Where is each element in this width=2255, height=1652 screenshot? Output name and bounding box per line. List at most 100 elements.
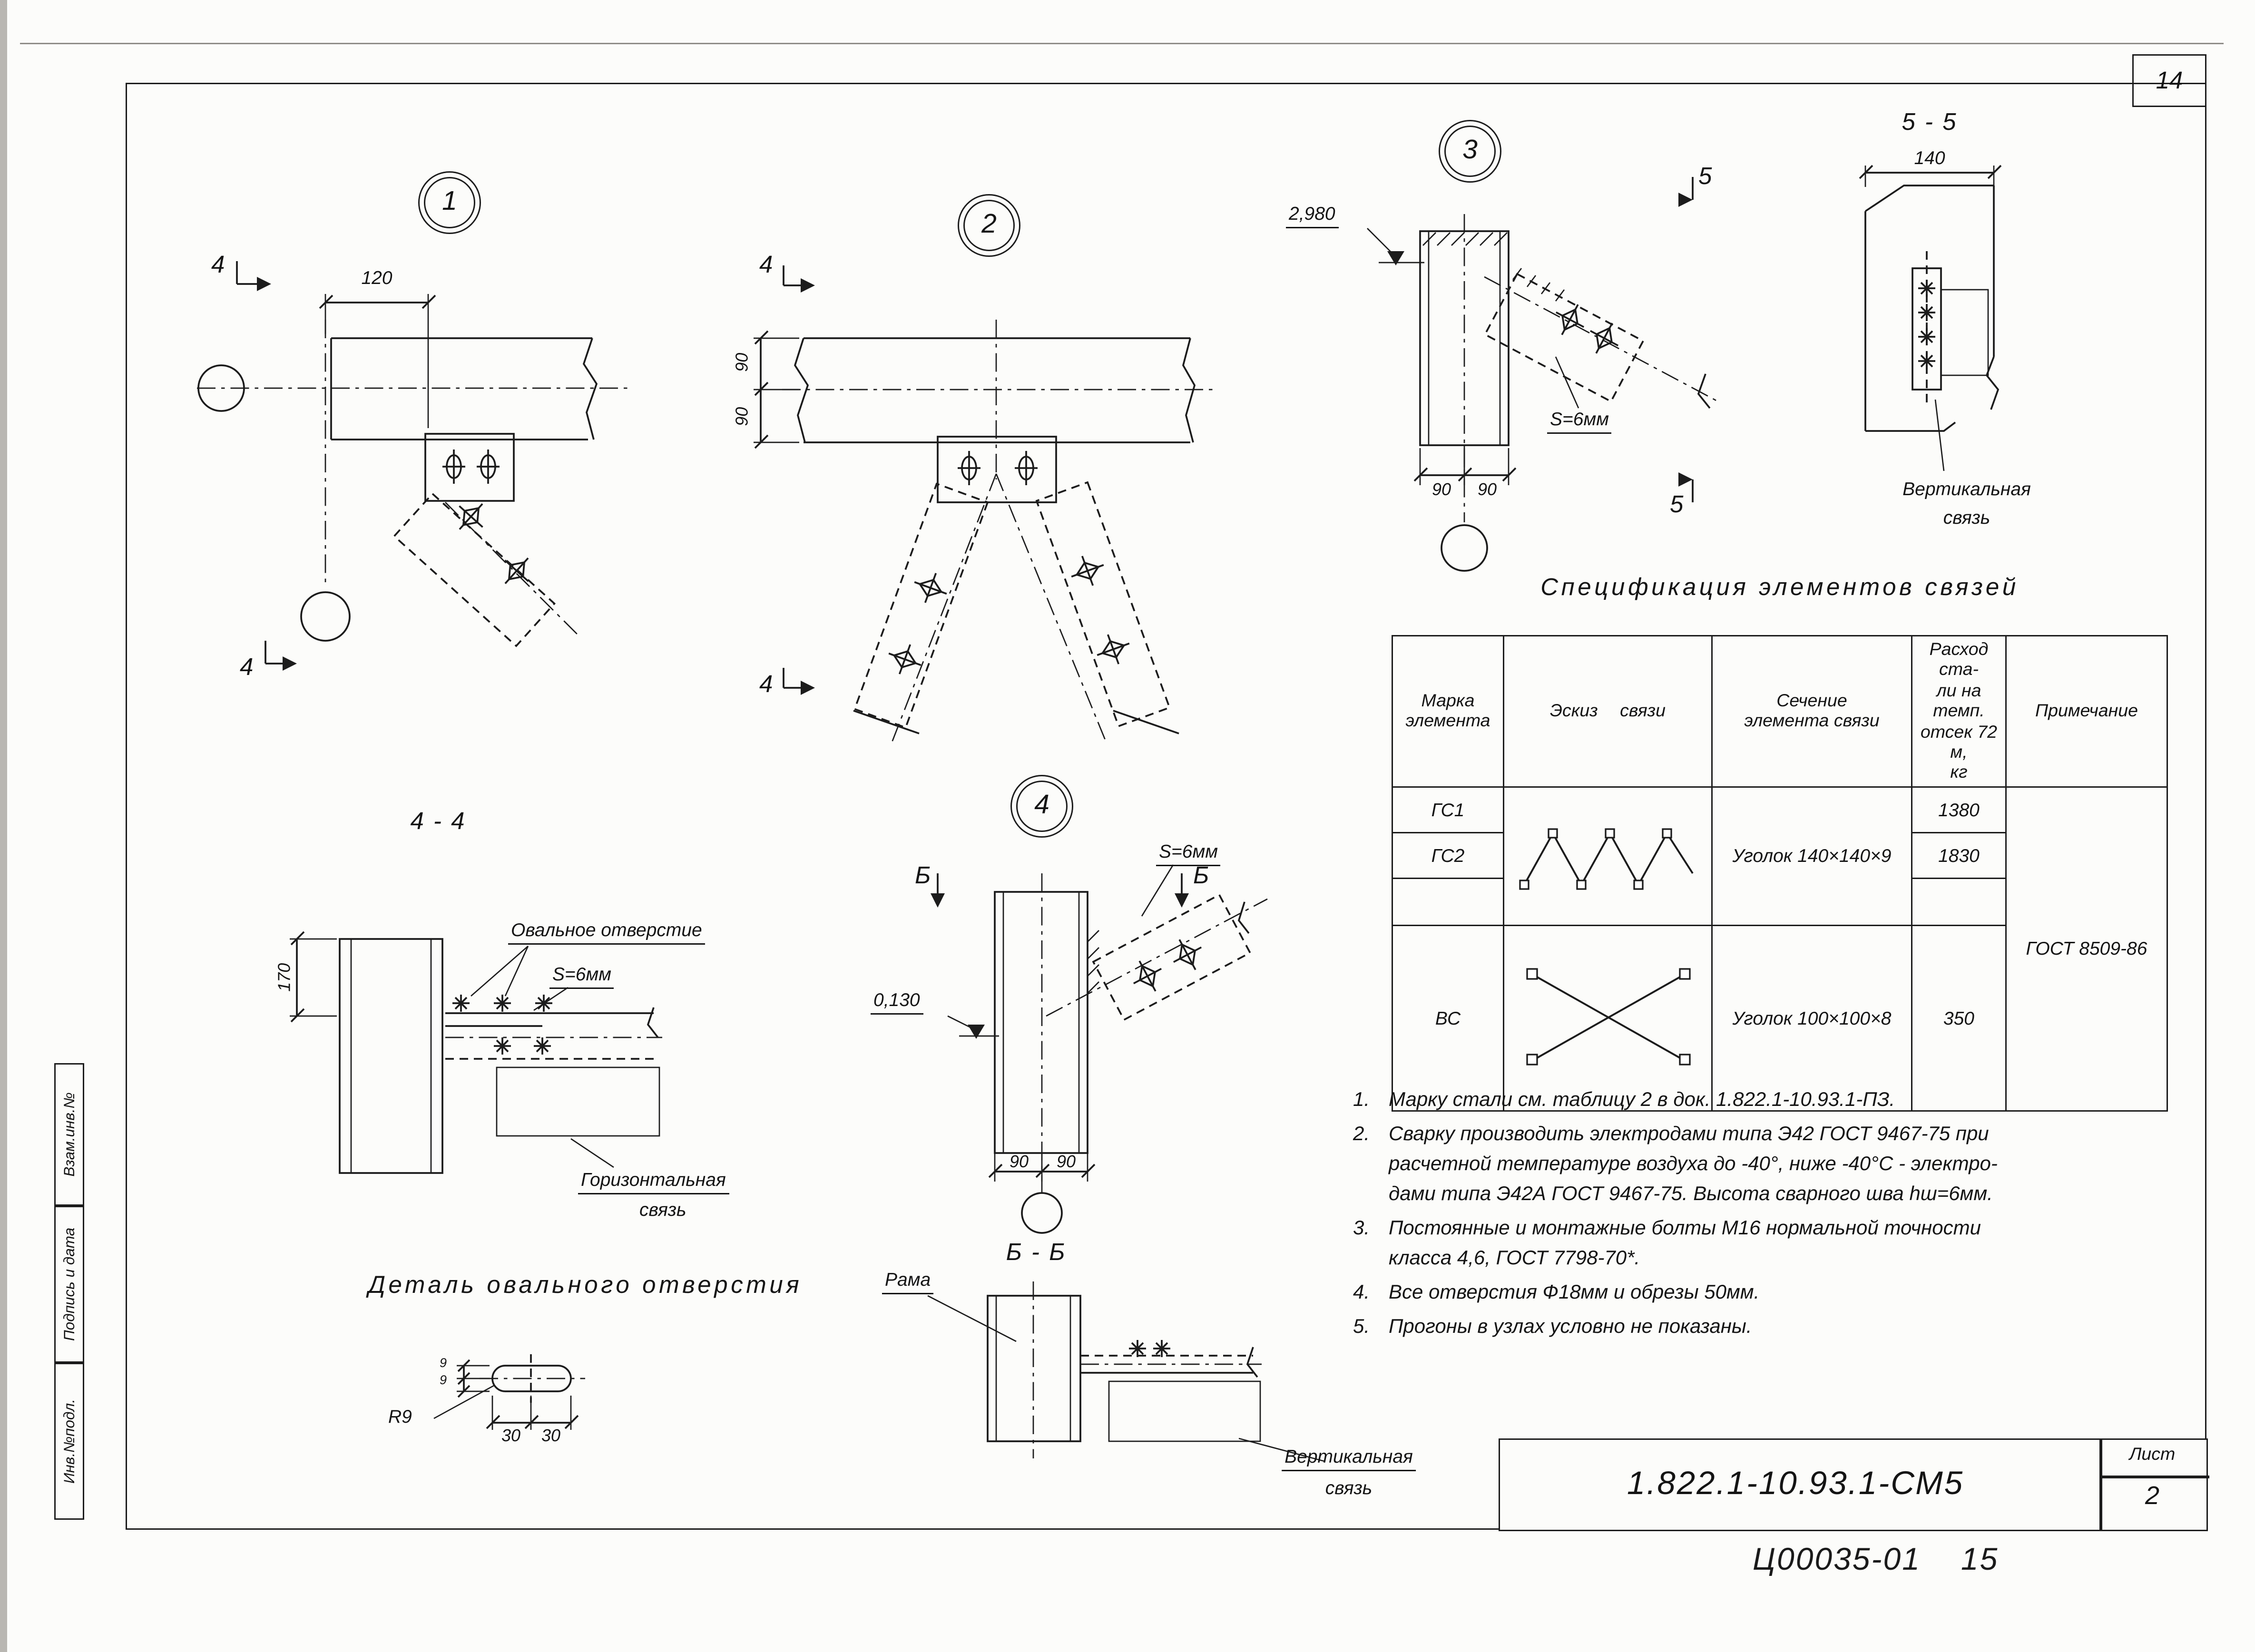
- spec-header-mark: Марка элемента: [1392, 635, 1504, 787]
- spec-header-section: Сечение элемента связи: [1711, 635, 1912, 787]
- dim-9-bottom: 9: [440, 1373, 447, 1387]
- spec-cell-val-gs2: 1830: [1911, 831, 2007, 879]
- stamp-label: Взам.инв.№: [60, 1092, 78, 1177]
- weld-label: S=6мм: [1547, 408, 1612, 434]
- footer-code: Ц00035-01 15: [1753, 1541, 1999, 1578]
- dim-90-bottom: 90: [732, 407, 752, 426]
- zigzag-bracing-sketch: [1518, 828, 1693, 890]
- section-4-4-drawing: [290, 931, 662, 1174]
- grid-axis-circle: [197, 364, 245, 412]
- brace-member: [1108, 1380, 1261, 1442]
- dim-90-right: 90: [1477, 479, 1497, 499]
- dim-90-top: 90: [732, 352, 752, 372]
- sheet-number: 2: [2145, 1481, 2160, 1510]
- title-block-divider-vertical: [2099, 1440, 2102, 1530]
- title-block: [1499, 1438, 2209, 1531]
- spec-header-sketch: Эскиз связи: [1503, 635, 1713, 787]
- cut-mark-4-bottom: 4: [759, 671, 775, 698]
- spec-cell-sketch-vs: [1503, 924, 1713, 1111]
- dim-9-top: 9: [440, 1356, 447, 1370]
- brace-outline: [1035, 481, 1171, 727]
- gusset-plate: [937, 436, 1057, 503]
- note-number: 4.: [1353, 1280, 1370, 1303]
- cut-mark-4-bottom: 4: [240, 654, 255, 681]
- stamp-label: Подпись и дата: [60, 1227, 78, 1341]
- note-item-4: 4. Все отверстия Ф18мм и обрезы 50мм.: [1353, 1277, 2067, 1307]
- brace-outline: [1483, 273, 1645, 403]
- spec-cell-mark-vs: ВС: [1392, 924, 1504, 1111]
- cut-mark-5-top: 5: [1698, 163, 1714, 190]
- stamp-cell-podpis: Подпись и дата: [54, 1206, 84, 1363]
- section-b-b-drawing: [927, 1281, 1325, 1462]
- note-item-5: 5. Прогоны в узлах условно не показаны.: [1353, 1311, 2067, 1341]
- note-text: Сварку производить электродами типа Э42 …: [1389, 1122, 1998, 1204]
- spec-header-note: Примечание: [2005, 635, 2168, 787]
- dim-30-right: 30: [541, 1426, 561, 1446]
- drawing-frame: [126, 83, 2206, 1530]
- spec-cell-sketch-gs: [1503, 785, 1713, 926]
- cut-mark-4-top: 4: [211, 251, 226, 278]
- detail-4-drawing: [931, 864, 1268, 1234]
- spec-table-title: Спецификация элементов связей: [1540, 574, 2019, 601]
- detail-1-drawing: [197, 261, 628, 671]
- node-marker-1: 1: [418, 171, 481, 234]
- grid-axis-circle: [1021, 1192, 1063, 1234]
- dim-140: 140: [1914, 147, 1945, 168]
- stamp-cell-vzam: Взам.инв.№: [54, 1063, 84, 1206]
- spec-table-container: Марка элемента Эскиз связи Сечение элеме…: [1392, 635, 2168, 1111]
- oval-hole-detail-drawing: [433, 1354, 585, 1430]
- spec-cell-section-vs: Уголок 100×100×8: [1711, 924, 1912, 1111]
- node-number: 3: [1462, 136, 1478, 166]
- title-block-divider-horizontal: [2101, 1476, 2209, 1478]
- dim-120: 120: [361, 267, 392, 288]
- brace-outline: [393, 492, 556, 647]
- elevation-2980: 2,980: [1286, 203, 1338, 228]
- paper-edge-top: [20, 43, 2224, 45]
- caption-horizontal-brace-2: связь: [639, 1199, 686, 1220]
- detail-2-drawing: [754, 265, 1216, 743]
- oval-hole-label: Овальное отверстие: [508, 919, 705, 945]
- spec-cell-empty: [1392, 877, 1504, 926]
- dim-90-right: 90: [1056, 1152, 1076, 1172]
- gusset-plate: [424, 433, 515, 502]
- node-number: 2: [981, 210, 997, 240]
- spec-header-consumption: Расход ста- ли на темп. отсек 72 м, кг: [1911, 635, 2007, 787]
- footer-inventory-code: Ц00035-01: [1753, 1541, 1921, 1577]
- note-text: Марку стали см. таблицу 2 в док. 1.822.1…: [1389, 1087, 1895, 1110]
- spec-cell-note: ГОСТ 8509-86: [2005, 785, 2168, 1111]
- footer-page-code: 15: [1961, 1541, 1999, 1577]
- elevation-0130: 0,130: [871, 989, 923, 1015]
- node-number: 1: [442, 187, 457, 217]
- brace-outline: [1092, 893, 1252, 1021]
- dim-30-left: 30: [501, 1426, 521, 1446]
- cut-mark-4-top: 4: [759, 251, 775, 278]
- note-item-3: 3. Постоянные и монтажные болты М16 норм…: [1353, 1213, 2067, 1273]
- spec-cell-val-vs: 350: [1911, 924, 2007, 1111]
- column-outline: [339, 938, 443, 1174]
- cross-bracing-sketch: [1525, 968, 1690, 1066]
- sheet-label: Лист: [2129, 1444, 2176, 1464]
- section-5-5-drawing: [1859, 165, 2002, 471]
- note-number: 2.: [1353, 1122, 1370, 1144]
- frame-label: Рама: [882, 1269, 934, 1294]
- brace-member: [496, 1066, 660, 1137]
- section-title-b-b: Б - Б: [1006, 1239, 1067, 1266]
- node-marker-3: 3: [1439, 120, 1501, 183]
- note-text: Все отверстия Ф18мм и обрезы 50мм.: [1389, 1280, 1760, 1303]
- grid-axis-circle: [1441, 524, 1488, 572]
- note-number: 1.: [1353, 1087, 1370, 1110]
- cut-mark-b-right: Б: [1193, 862, 1211, 889]
- spec-cell-mark-gs1: ГС1: [1392, 785, 1504, 833]
- spec-cell-empty: [1911, 877, 2007, 926]
- paper-edge-left: [0, 0, 7, 1652]
- caption-vertical-brace-1: Вертикальная: [1902, 478, 2031, 499]
- caption-vertical-brace-1: Вертикальная: [1282, 1446, 1416, 1471]
- stamp-label: Инв.№подл.: [60, 1399, 78, 1484]
- node-number: 4: [1034, 791, 1049, 821]
- spec-cell-mark-gs2: ГС2: [1392, 831, 1504, 879]
- node-marker-4: 4: [1010, 775, 1073, 838]
- stamp-cell-inv: Инв.№подл.: [54, 1363, 84, 1520]
- note-text: Постоянные и монтажные болты М16 нормаль…: [1389, 1216, 1981, 1269]
